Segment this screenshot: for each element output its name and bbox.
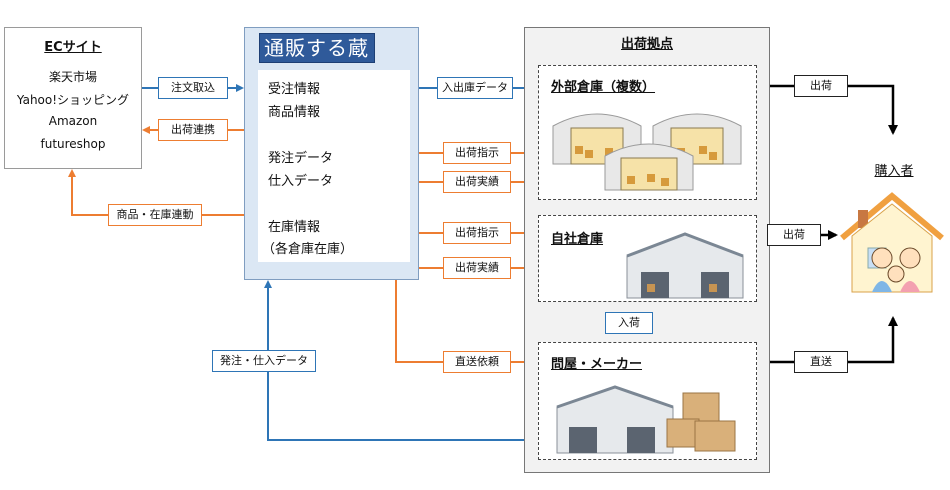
ec-item-rakuten: 楽天市場 (48, 70, 97, 84)
label-ship-instruct-2: 出荷指示 (443, 222, 511, 244)
ec-site-title: ECサイト (44, 40, 102, 55)
shipping-base-title: 出荷拠点 (620, 37, 673, 52)
tsuhan-item-orders: 受注情報 (268, 82, 321, 97)
house-family-icon (840, 192, 944, 293)
tsuhan-item-products: 商品情報 (268, 105, 321, 120)
ec-item-yahoo: Yahoo!ショッピング (16, 93, 130, 107)
label-item-stock-link: 商品・在庫連動 (108, 204, 202, 226)
maker-title: 問屋・メーカー (551, 357, 643, 372)
buyer-title: 購入者 (874, 164, 914, 179)
label-direct-ship: 直送 (794, 351, 848, 373)
arrow-order-purchase-data (264, 280, 538, 441)
label-ship-result-1: 出荷実績 (443, 171, 511, 193)
label-direct-request: 直送依頼 (443, 351, 511, 373)
ec-site-box: ECサイト 楽天市場 Yahoo!ショッピング Amazon futuresho… (4, 27, 142, 169)
tsuhan-item-order-data: 発注データ (268, 151, 334, 166)
external-warehouse-title: 外部倉庫（複数） (551, 80, 656, 95)
label-ship-1: 出荷 (794, 75, 848, 97)
own-warehouse-zone: 自社倉庫 (538, 215, 757, 302)
warehouse-dome-3 (604, 143, 694, 191)
label-inout-data: 入出庫データ (437, 77, 513, 99)
label-order-import: 注文取込 (158, 77, 228, 99)
label-order-purchase-data: 発注・仕入データ (212, 350, 316, 372)
tsuhan-item-purchase-data: 仕入データ (268, 174, 334, 189)
cardboard-boxes-icon (666, 392, 736, 452)
maker-zone: 問屋・メーカー (538, 342, 757, 460)
tsuhan-item-stock: 在庫情報 (268, 220, 321, 235)
label-ship-link: 出荷連携 (158, 119, 228, 141)
label-ship-result-2: 出荷実績 (443, 257, 511, 279)
label-receiving: 入荷 (605, 312, 653, 334)
maker-warehouse-icon (556, 385, 736, 454)
tsuhan-logo: 通販する蔵 (259, 33, 375, 63)
ec-item-amazon: Amazon (48, 114, 98, 128)
tsuhan-logo-text: 通販する蔵 (264, 36, 369, 60)
own-warehouse-icon (626, 232, 744, 299)
tsuhan-item-warehouse-stock: （各倉庫在庫） (262, 242, 354, 257)
external-warehouse-zone: 外部倉庫（複数） (538, 65, 757, 200)
label-ship-2: 出荷 (767, 224, 821, 246)
own-warehouse-title: 自社倉庫 (551, 232, 604, 247)
ec-item-futureshop: futureshop (40, 137, 106, 151)
tsuhan-info-panel (258, 70, 410, 262)
external-warehouse-icon (552, 113, 742, 191)
label-ship-instruct-1: 出荷指示 (443, 142, 511, 164)
